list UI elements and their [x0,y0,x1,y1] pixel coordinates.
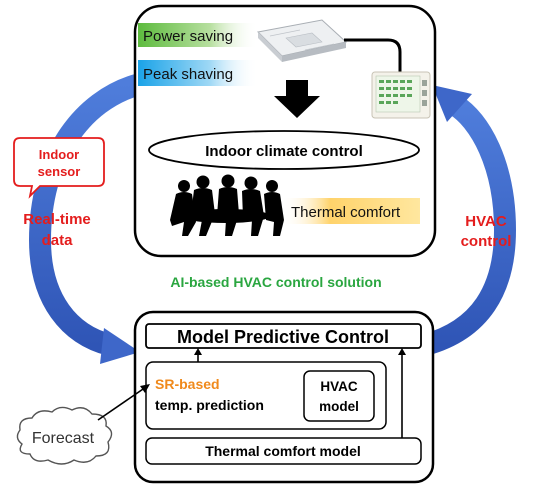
peak-shaving-label: Peak shaving [143,66,233,83]
sr-based-label: SR-based [155,376,220,392]
realtime-data-arrow [28,73,144,364]
temp-prediction-label: temp. prediction [155,397,264,413]
down-arrow-icon [274,80,320,118]
indoor-climate-ellipse [148,130,420,170]
forecast-label: Forecast [32,430,95,447]
thermostat-panel-icon [371,71,431,119]
realtime-line1: Real-time [23,211,91,228]
realtime-line2: data [42,232,74,249]
ceiling-ac-unit-icon [256,19,348,62]
hvac-model-line2: model [319,399,359,414]
thermal-comfort-model-label: Thermal comfort model [205,443,361,459]
thermal-comfort-model-box [145,437,422,465]
indoor-climate-label: Indoor climate control [205,143,363,160]
thermal-comfort-label: Thermal comfort [291,204,401,221]
mpc-box [145,323,422,349]
forecast-to-prediction-arrow [97,384,150,421]
hvac-control-line2: control [461,233,512,250]
ac-cable [344,38,402,72]
hvac-model-box [303,370,375,422]
forecast-cloud-icon [16,406,113,465]
mpc-label: Model Predictive Control [177,327,389,347]
thermal-comfort-highlight [282,198,420,224]
indoor-sensor-callout [13,137,105,199]
hvac-control-line1: HVAC [465,213,507,230]
power-saving-label: Power saving [143,28,233,45]
comfort-to-mpc-arrow [398,348,406,438]
power-saving-highlight [138,23,258,47]
solution-title: AI-based HVAC control solution [170,274,381,290]
people-meeting-icon [170,174,284,236]
indoor-sensor-line1: Indoor [39,147,79,162]
prediction-to-mpc-arrow [194,348,202,362]
hvac-model-line1: HVAC [320,379,358,394]
peak-shaving-highlight [138,60,258,86]
indoor-sensor-line2: sensor [38,164,81,179]
hvac-control-arrow [421,85,517,356]
